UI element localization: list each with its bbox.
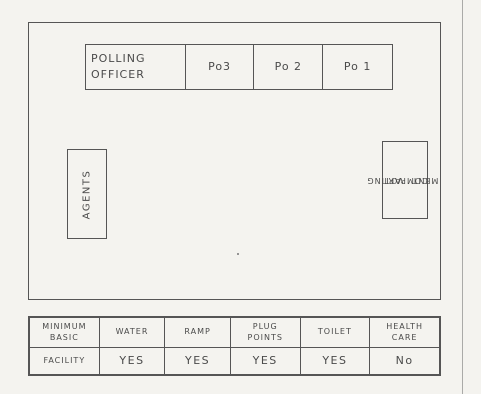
header-plug-line2: POINTS	[247, 332, 283, 342]
header-ramp-line1: RAMP	[184, 327, 211, 337]
voting-line3: MENT	[411, 176, 439, 185]
header-toilet: TOILET	[299, 317, 371, 348]
minimum-facility-table: MINIMUM BASIC WATER RAMP PLUG POINTS TOI…	[28, 316, 441, 376]
polling-officer-label: POLLING OFFICER	[86, 45, 186, 89]
header-plug-points: PLUG POINTS	[229, 317, 301, 348]
header-health-line2: CARE	[391, 332, 418, 342]
polling-officer-label-line2: OFFICER	[91, 68, 145, 81]
pen-dot	[237, 253, 239, 255]
header-health-care: HEALTH CARE	[369, 317, 440, 348]
header-ramp: RAMP	[164, 317, 231, 348]
officer-po2: Po 2	[254, 45, 324, 89]
facility-row-label-bottom: FACILITY	[29, 347, 100, 375]
value-toilet: YES	[299, 347, 371, 375]
facility-label-line1: MINIMUM	[42, 322, 87, 332]
header-health-line1: HEALTH	[386, 322, 424, 332]
facility-label-line2: BASIC	[49, 332, 79, 342]
voting-compartment-box: VOTING COMPART MENT	[366, 141, 438, 219]
agents-box: AGENTS	[67, 149, 107, 239]
page-edge-line	[462, 0, 463, 394]
agents-label: AGENTS	[81, 169, 93, 219]
polling-officer-label-line1: POLLING	[91, 51, 146, 65]
header-plug-line1: PLUG	[252, 322, 278, 332]
value-health-care: No	[369, 347, 440, 375]
officer-po3: Po3	[186, 45, 255, 89]
value-plug-points: YES	[229, 347, 301, 375]
header-toilet-line1: TOILET	[317, 327, 352, 337]
polling-officer-table: POLLING OFFICER Po3 Po 2 Po 1	[85, 44, 393, 90]
value-ramp: YES	[164, 347, 231, 375]
facility-label-line3: FACILITY	[43, 355, 86, 365]
header-water: WATER	[98, 317, 166, 348]
facility-row-label-top: MINIMUM BASIC	[29, 317, 100, 348]
officer-po1: Po 1	[343, 59, 372, 73]
value-water: YES	[98, 347, 166, 375]
polling-room-layout: POLLING OFFICER Po3 Po 2 Po 1 AGENTS VOT…	[28, 22, 441, 300]
voting-compartment-label: VOTING COMPART MENT	[366, 142, 438, 218]
header-water-line1: WATER	[115, 327, 149, 337]
